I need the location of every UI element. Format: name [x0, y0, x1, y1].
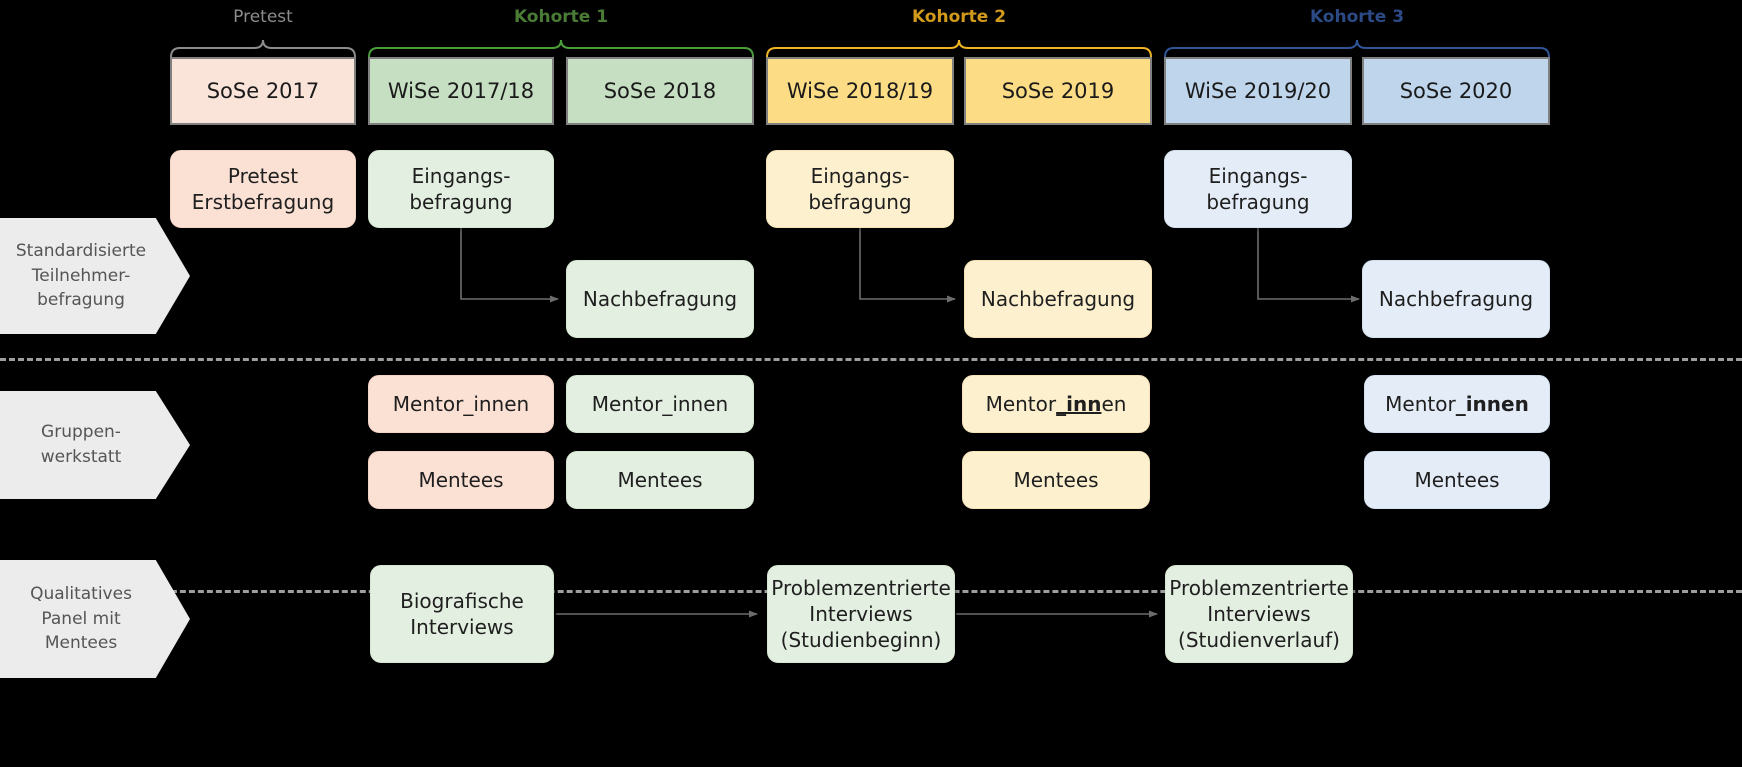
semester-sose-2017: SoSe 2017	[170, 57, 356, 125]
box-label: Problemzentrierte Interviews (Studienbeg…	[771, 576, 951, 652]
box-mentor-innen-pretest[interactable]: Mentor_innen	[368, 375, 554, 433]
box-label: Eingangs-befragung	[808, 164, 912, 214]
semester-wise-2017-18: WiSe 2017/18	[368, 57, 554, 125]
box-label: Mentor_innen	[1385, 392, 1529, 416]
box-problemzentrierte-interviews-studienbeginn[interactable]: Problemzentrierte Interviews (Studienbeg…	[767, 565, 955, 663]
band-label-gruppenwerkstatt: Gruppen- werkstatt	[0, 391, 190, 499]
box-nachbefragung-k1[interactable]: Nachbefragung	[566, 260, 754, 338]
box-label: Mentor_innen	[591, 392, 729, 416]
brace-label-kohorte-3: Kohorte 3	[1309, 7, 1405, 27]
box-label: Mentor_innen	[985, 392, 1127, 416]
brace-kohorte-2	[766, 39, 1152, 58]
box-label: Nachbefragung	[1378, 287, 1534, 311]
semester-sose-2018: SoSe 2018	[566, 57, 754, 125]
connector-eingang-nach-3	[1257, 228, 1360, 303]
box-label: Eingangs-befragung	[409, 164, 513, 214]
box-label: Eingangs-befragung	[1206, 164, 1310, 214]
brace-pretest	[170, 39, 356, 58]
brace-label-kohorte-1: Kohorte 1	[513, 7, 609, 27]
box-problemzentrierte-interviews-studienverlauf[interactable]: Problemzentrierte Interviews (Studienver…	[1165, 565, 1353, 663]
band-label-standardisierte-teilnehmerbefragung: Standardisierte Teilnehmer- befragung	[0, 218, 190, 334]
box-mentees-pretest[interactable]: Mentees	[368, 451, 554, 509]
box-label: Mentees	[1414, 468, 1500, 492]
box-label: Mentees	[418, 468, 504, 492]
brace-kohorte-1	[368, 39, 754, 58]
brace-label-kohorte-2: Kohorte 2	[911, 7, 1007, 27]
connector-eingang-nach-2	[859, 228, 956, 303]
box-mentees-k3[interactable]: Mentees	[1364, 451, 1550, 509]
box-label: Problemzentrierte Interviews (Studienver…	[1169, 576, 1349, 652]
box-mentor-innen-k1[interactable]: Mentor_innen	[566, 375, 754, 433]
box-label: Nachbefragung	[980, 287, 1136, 311]
box-mentees-k2[interactable]: Mentees	[962, 451, 1150, 509]
semester-sose-2020: SoSe 2020	[1362, 57, 1550, 125]
box-mentees-k1[interactable]: Mentees	[566, 451, 754, 509]
box-nachbefragung-k2[interactable]: Nachbefragung	[964, 260, 1152, 338]
box-eingangsbefragung-k2[interactable]: Eingangs-befragung	[766, 150, 954, 228]
box-eingangsbefragung-k3[interactable]: Eingangs-befragung	[1164, 150, 1352, 228]
box-label: Mentor_innen	[392, 392, 530, 416]
box-mentor-innen-k2[interactable]: Mentor_innen	[962, 375, 1150, 433]
band-label-text: Qualitatives Panel mit Mentees	[30, 584, 132, 654]
semester-wise-2018-19: WiSe 2018/19	[766, 57, 954, 125]
box-label: Mentees	[617, 468, 703, 492]
box-label: Mentees	[1013, 468, 1099, 492]
semester-sose-2019: SoSe 2019	[964, 57, 1152, 125]
box-label: Nachbefragung	[582, 287, 738, 311]
brace-kohorte-3	[1164, 39, 1550, 58]
band-label-text: Standardisierte Teilnehmer- befragung	[15, 241, 147, 311]
box-nachbefragung-k3[interactable]: Nachbefragung	[1362, 260, 1550, 338]
semester-wise-2019-20: WiSe 2019/20	[1164, 57, 1352, 125]
connector-eingang-nach-1	[460, 228, 559, 303]
brace-label-pretest: Pretest	[233, 7, 293, 27]
box-mentor-innen-k3[interactable]: Mentor_innen	[1364, 375, 1550, 433]
box-eingangsbefragung-k1[interactable]: Eingangs-befragung	[368, 150, 554, 228]
band-label-text: Gruppen- werkstatt	[40, 422, 122, 467]
band-label-qualitatives-panel: Qualitatives Panel mit Mentees	[0, 560, 190, 678]
band-separator-1	[0, 358, 1742, 361]
